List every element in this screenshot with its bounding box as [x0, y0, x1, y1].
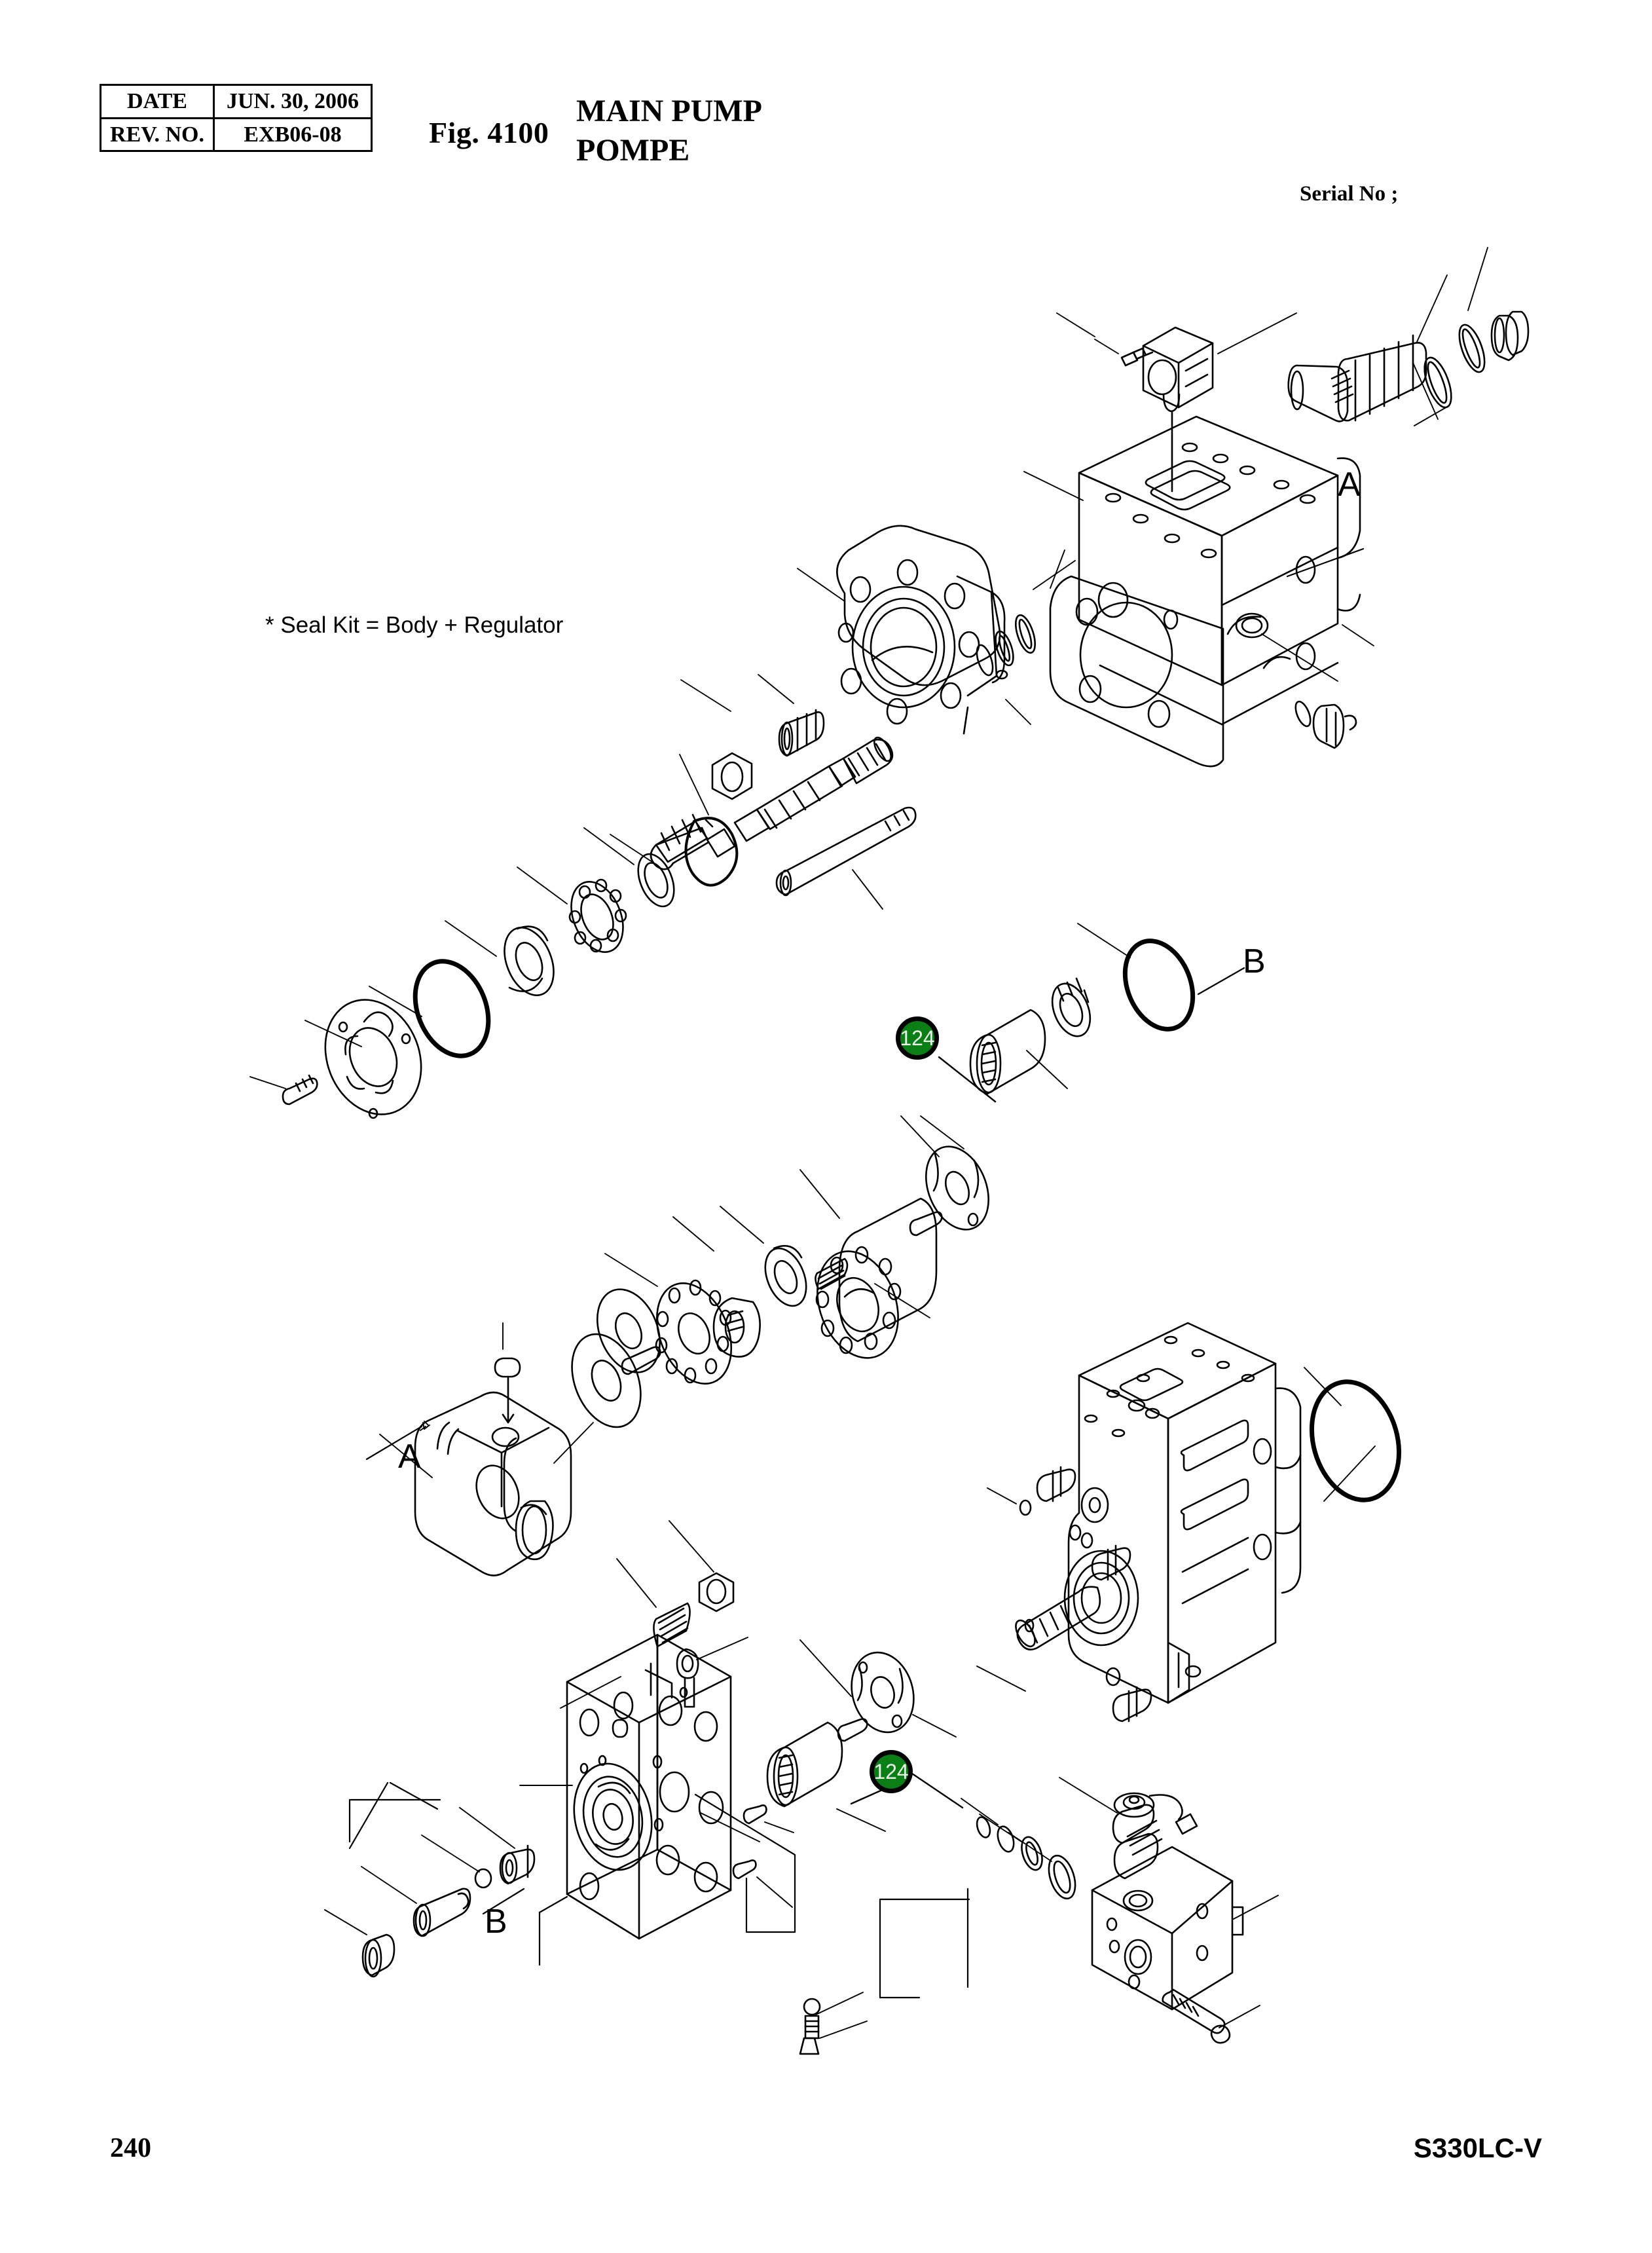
seal-kit-note: * Seal Kit = Body + Regulator: [265, 612, 564, 638]
badge-upper-leader: [939, 1057, 995, 1102]
upper-body-plug: [1293, 699, 1356, 748]
revision-label: REV. NO.: [100, 117, 215, 153]
revision-value: EXB06-08: [213, 117, 373, 153]
title-line-english: MAIN PUMP: [576, 94, 762, 128]
callout-badge-124-lower[interactable]: 124: [870, 1750, 913, 1793]
table-row: DATE JUN. 30, 2006: [100, 84, 373, 119]
figure-number: Fig. 4100: [429, 116, 549, 149]
title-line-french: POMPE: [576, 132, 690, 168]
serial-number-label: Serial No ;: [1300, 182, 1399, 206]
badge-lower-leader-right: [910, 1772, 963, 1808]
section-marker-a-upper: A: [1338, 466, 1361, 504]
section-marker-a-lower: A: [398, 1438, 421, 1476]
lower-left-small-parts: [325, 1783, 969, 1998]
callout-badge-124-upper[interactable]: 124: [896, 1016, 939, 1060]
needle-bearing-lower-part: [767, 1722, 842, 1806]
table-row: REV. NO. EXB06-08: [100, 117, 373, 153]
section-marker-b-upper: B: [1243, 942, 1266, 980]
solenoid-valve-block-group: [961, 1778, 1278, 2043]
model-designation: S330LC-V: [1413, 2132, 1542, 2163]
page-title: MAIN PUMP POMPE: [576, 92, 762, 170]
lower-pump-body-group: [977, 1323, 1412, 1721]
swash-plate-group: [380, 1323, 571, 1576]
upper-pump-body-group: [1024, 248, 1528, 766]
seal-cover-bearing-stack: [250, 754, 737, 1129]
date-value: JUN. 30, 2006: [213, 84, 373, 119]
front-flange-and-shaft-group: [610, 526, 1031, 909]
revision-info-table: DATE JUN. 30, 2006 REV. NO. EXB06-08: [100, 84, 373, 153]
swash-plate-A-leader: [367, 1426, 422, 1459]
regulator-body-group: [520, 1521, 956, 2054]
section-marker-b-lower: B: [485, 1903, 507, 1941]
rotating-group: [554, 923, 1244, 1463]
cradle-washer: [585, 1280, 671, 1381]
date-label: DATE: [100, 84, 215, 119]
drive-shaft: [651, 735, 894, 869]
needle-bearing-upper-part: [970, 1010, 1045, 1094]
upper-left-seal-stack: [974, 613, 1039, 677]
page-number: 240: [110, 2133, 151, 2163]
